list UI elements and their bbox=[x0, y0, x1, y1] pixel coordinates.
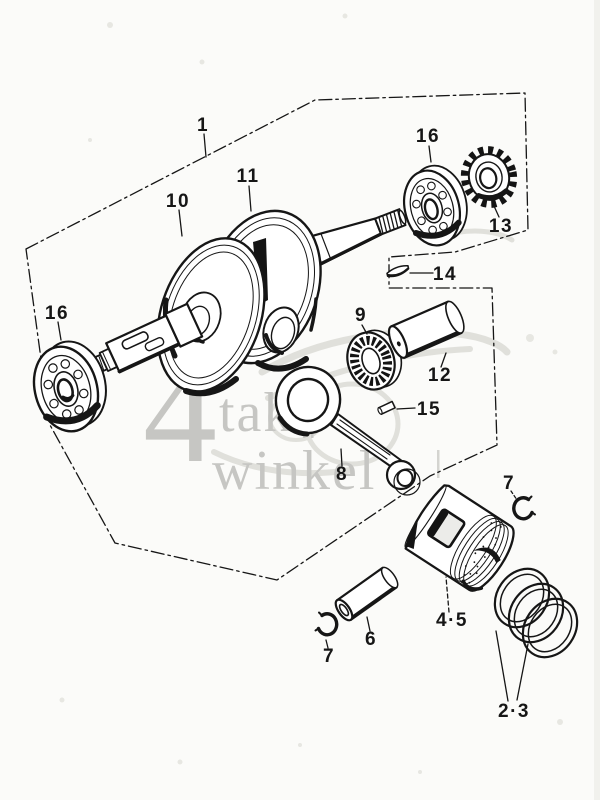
part-label-7-upper: 7 bbox=[503, 473, 515, 494]
piston-ring bbox=[521, 597, 579, 659]
scan-speckles bbox=[59, 13, 563, 774]
piston-ring-set bbox=[493, 567, 579, 659]
part-label-10: 10 bbox=[166, 191, 190, 212]
part-label-14: 14 bbox=[433, 264, 457, 285]
part-label-16-right: 16 bbox=[416, 126, 440, 147]
part-label-11: 11 bbox=[236, 166, 259, 187]
keyway-slot bbox=[144, 336, 165, 352]
leader-lines bbox=[57, 133, 529, 702]
part-labels: 1 10 11 16 13 14 9 12 15 16 8 7 4·5 6 7 … bbox=[45, 115, 530, 722]
watermark-bar bbox=[437, 450, 440, 478]
crown-arrow-mark bbox=[473, 547, 501, 564]
ball-bearing-left bbox=[32, 340, 107, 433]
watermark-word-bottom: winkel bbox=[212, 440, 376, 502]
woodruff-key bbox=[386, 264, 410, 278]
piston bbox=[404, 484, 515, 592]
needle-rollers bbox=[349, 335, 393, 387]
part-label-4-5: 4·5 bbox=[436, 610, 468, 631]
groove-stipple bbox=[463, 521, 503, 584]
dowel-pin bbox=[377, 400, 396, 415]
circlip-lower bbox=[314, 611, 339, 637]
part-label-6: 6 bbox=[365, 629, 377, 650]
piston-ring bbox=[493, 567, 551, 629]
ball-bearing-right bbox=[403, 164, 468, 247]
part-label-16-left: 16 bbox=[45, 303, 69, 324]
assembly-group-boundary bbox=[25, 92, 529, 581]
part-label-12: 12 bbox=[428, 365, 452, 386]
piston-pin bbox=[334, 566, 399, 622]
part-label-15: 15 bbox=[417, 399, 441, 420]
circlip-upper bbox=[512, 495, 536, 521]
needle-bearing bbox=[346, 329, 403, 391]
flywheel-left bbox=[156, 237, 266, 397]
part-label-1: 1 bbox=[197, 115, 209, 136]
part-label-8: 8 bbox=[336, 464, 348, 485]
part-label-2-3: 2·3 bbox=[498, 701, 530, 722]
crank-pin bbox=[387, 300, 465, 359]
piston-ring bbox=[507, 582, 565, 644]
part-label-13: 13 bbox=[489, 216, 513, 237]
connecting-rod bbox=[274, 365, 421, 496]
part-label-9: 9 bbox=[355, 305, 367, 326]
part-label-7-lower: 7 bbox=[323, 646, 335, 667]
keyway-slot bbox=[121, 331, 149, 350]
scan-edge-shade bbox=[594, 0, 600, 800]
